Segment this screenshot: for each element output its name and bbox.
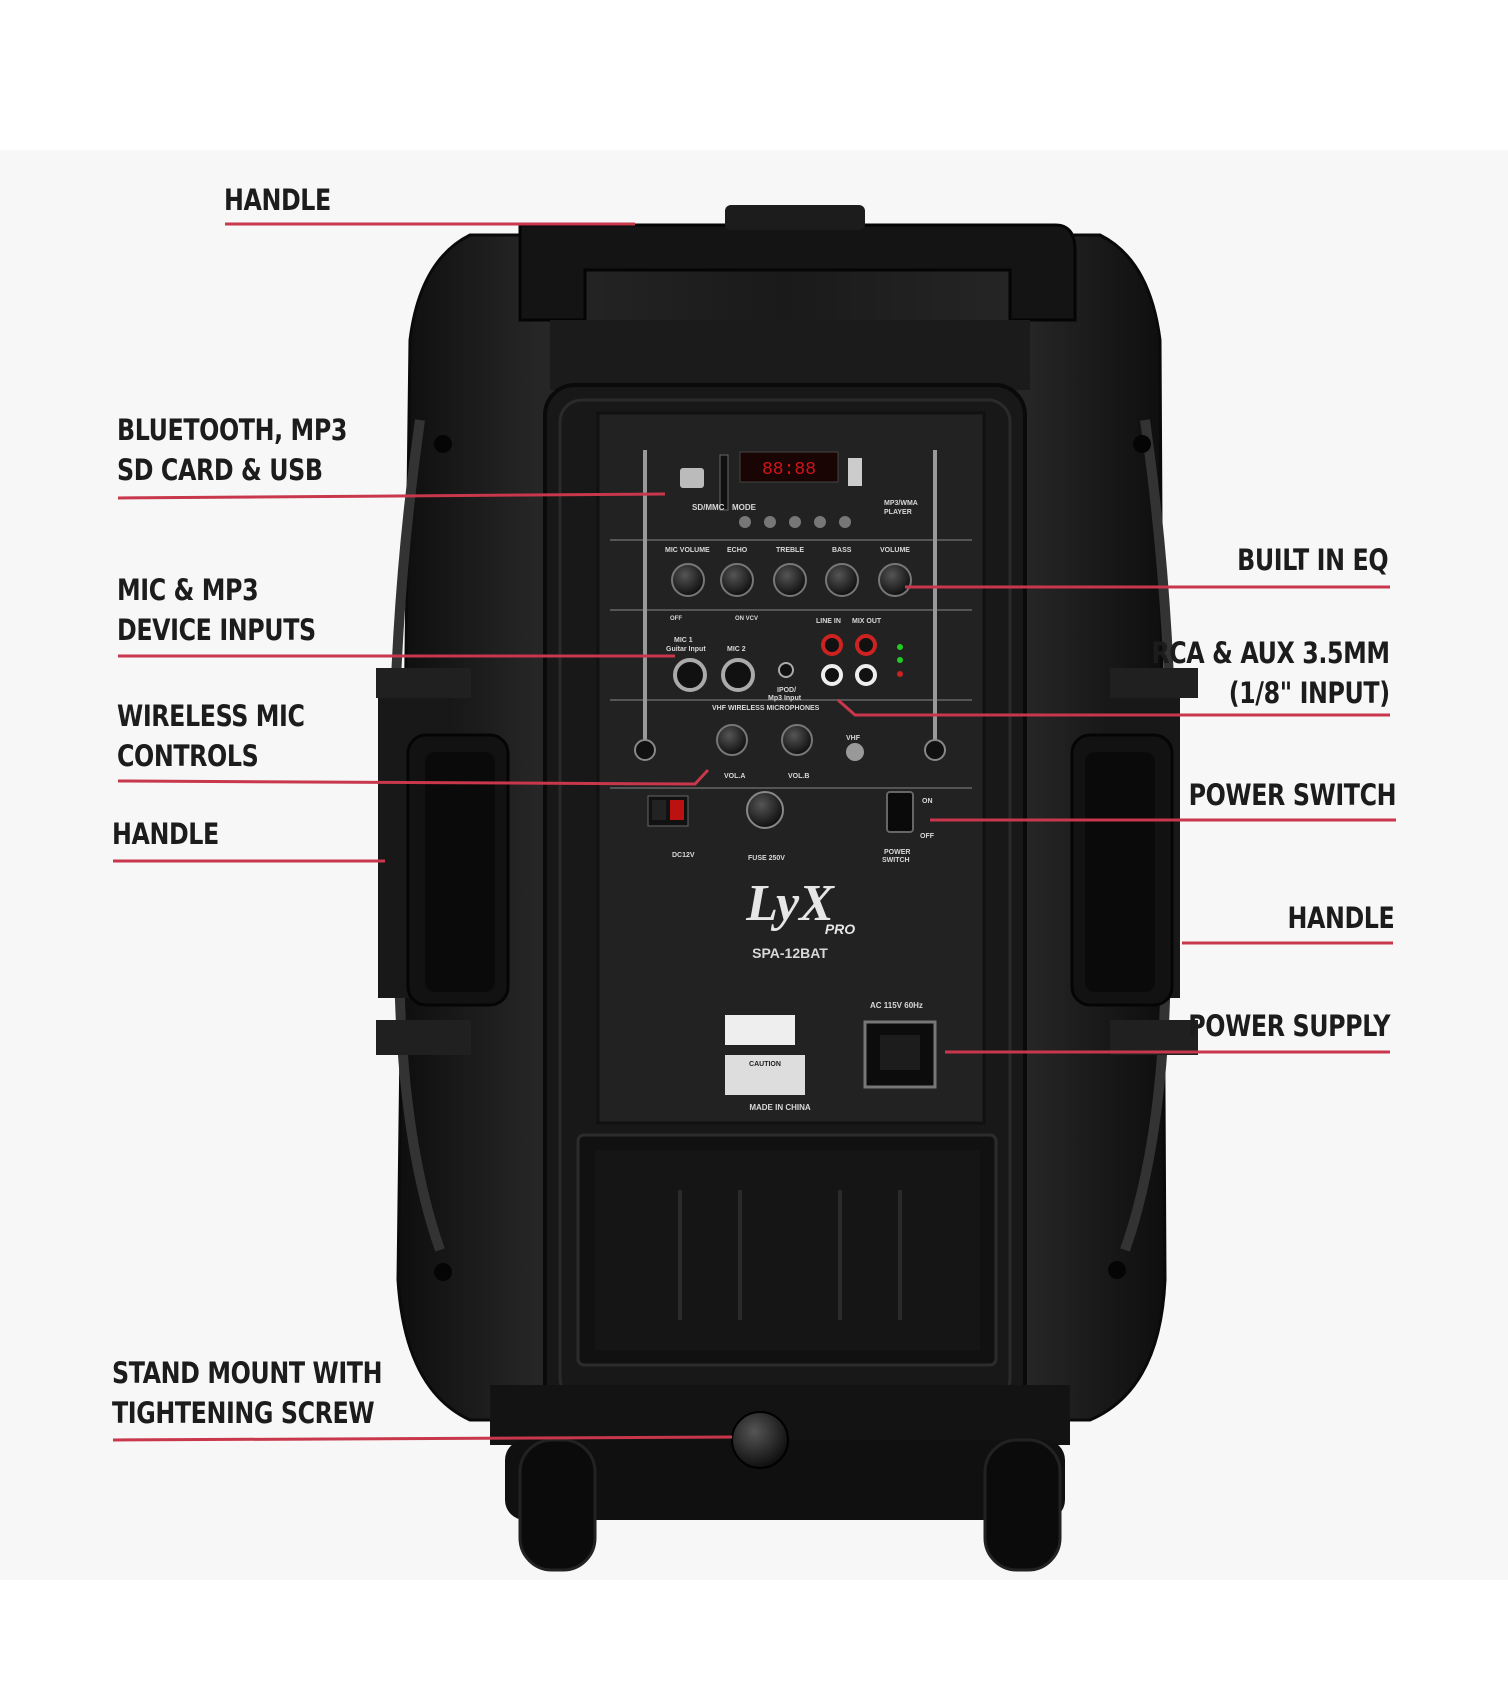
mp3-input-label: Mp3 Input — [768, 695, 802, 702]
mic2-label: MIC 2 — [727, 646, 746, 653]
volume-label: VOLUME — [880, 547, 910, 554]
callout-rca-aux: RCA & AUX 3.5MM (1/8" INPUT) — [1151, 636, 1391, 710]
made-in-label: MADE IN CHINA — [749, 1103, 811, 1112]
ac-rating-label: AC 115V 60Hz — [870, 1001, 923, 1010]
leader-lines — [112, 222, 1396, 1442]
leader-wireless — [117, 768, 710, 786]
svg-text:88:88: 88:88 — [762, 460, 816, 480]
usb-port-icon — [848, 458, 862, 486]
leader-bluetooth — [117, 492, 666, 500]
control-panel: 88:88 — [596, 411, 986, 1125]
ac-inlet — [863, 1020, 937, 1089]
mic1-sub-label: Guitar Input — [666, 646, 706, 653]
callout-mic-inputs: MIC & MP3 DEVICE INPUTS — [117, 573, 316, 647]
vol-b-knob — [781, 724, 813, 756]
stand-mount-screw — [731, 1411, 789, 1469]
mode-label: MODE — [732, 503, 757, 512]
echo-label: ECHO — [727, 547, 748, 554]
volume-knob — [878, 563, 912, 597]
vhf-label: VHF — [846, 735, 861, 742]
mic1-label: MIC 1 — [674, 637, 693, 644]
off-label: OFF — [670, 616, 682, 622]
power-switch-panel-label-2: SWITCH — [882, 857, 910, 864]
bass-label: BASS — [832, 547, 852, 554]
rca-line-in-r — [821, 664, 843, 686]
brand-logo: LyX — [745, 875, 835, 932]
rca-mix-out-l — [855, 634, 877, 656]
sd-slot-icon — [680, 468, 704, 488]
mic-volume-knob — [671, 563, 705, 597]
left-handle — [376, 668, 510, 1055]
caution-text: CAUTION — [749, 1061, 781, 1068]
treble-knob — [773, 563, 807, 597]
off-switch-label: OFF — [920, 833, 935, 840]
power-switch-panel-label: POWER — [884, 849, 910, 856]
on-vcv-label: ON VCV — [735, 616, 758, 622]
vol-a-knob — [716, 724, 748, 756]
right-wheel — [983, 1438, 1062, 1572]
fuse-holder — [746, 791, 784, 829]
mic1-jack — [673, 658, 707, 692]
callout-handle-right: HANDLE — [1287, 901, 1394, 935]
echo-knob — [720, 563, 754, 597]
vhf-title-label: VHF WIRELESS MICROPHONES — [712, 705, 820, 712]
bass-knob — [825, 563, 859, 597]
sd-mmc-label: SD/MMC — [692, 503, 725, 512]
ipod-label: IPOD/ — [777, 687, 796, 694]
right-handle — [1070, 668, 1198, 1055]
treble-label: TREBLE — [776, 547, 804, 554]
on-label: ON — [922, 798, 933, 805]
barcode-sticker — [725, 1015, 795, 1045]
line-in-label: LINE IN — [816, 618, 841, 625]
vol-b-label: VOL.B — [788, 773, 809, 780]
fuse-label: FUSE 250V — [748, 855, 785, 862]
callout-handle-left: HANDLE — [112, 817, 219, 851]
brand-sub-logo: PRO — [825, 921, 855, 937]
mp3-player-label: MP3/WMA — [884, 500, 918, 507]
callout-built-in-eq: BUILT IN EQ — [1237, 543, 1388, 577]
callout-power-supply: POWER SUPPLY — [1188, 1009, 1390, 1043]
callout-stand-mount: STAND MOUNT WITH TIGHTENING SCREW — [112, 1356, 383, 1430]
mic2-jack — [721, 658, 755, 692]
mp3-player-label-2: PLAYER — [884, 509, 912, 516]
caution-label — [725, 1055, 805, 1095]
vhf-power-button — [846, 743, 864, 761]
mix-out-label: MIX OUT — [852, 618, 882, 625]
rca-mix-out-r — [855, 664, 877, 686]
callout-bluetooth: BLUETOOTH, MP3 SD CARD & USB — [117, 413, 347, 487]
led-display — [739, 451, 839, 483]
top-handle — [518, 223, 1077, 322]
aux-jack — [778, 662, 794, 678]
mic-volume-label: MIC VOLUME — [665, 547, 710, 554]
left-wheel — [518, 1438, 597, 1572]
callout-power-switch: POWER SWITCH — [1188, 778, 1396, 812]
dc12v-label: DC12V — [672, 852, 695, 859]
vol-a-label: VOL.A — [724, 773, 745, 780]
power-switch-rocker — [886, 791, 914, 833]
leader-stand-mount — [112, 1435, 733, 1442]
rca-line-in-l — [821, 634, 843, 656]
callout-wireless-mic: WIRELESS MIC CONTROLS — [117, 699, 305, 773]
callout-handle-top: HANDLE — [224, 183, 331, 217]
model-label: SPA-12BAT — [752, 945, 828, 961]
leader-rca-aux — [837, 698, 1390, 717]
